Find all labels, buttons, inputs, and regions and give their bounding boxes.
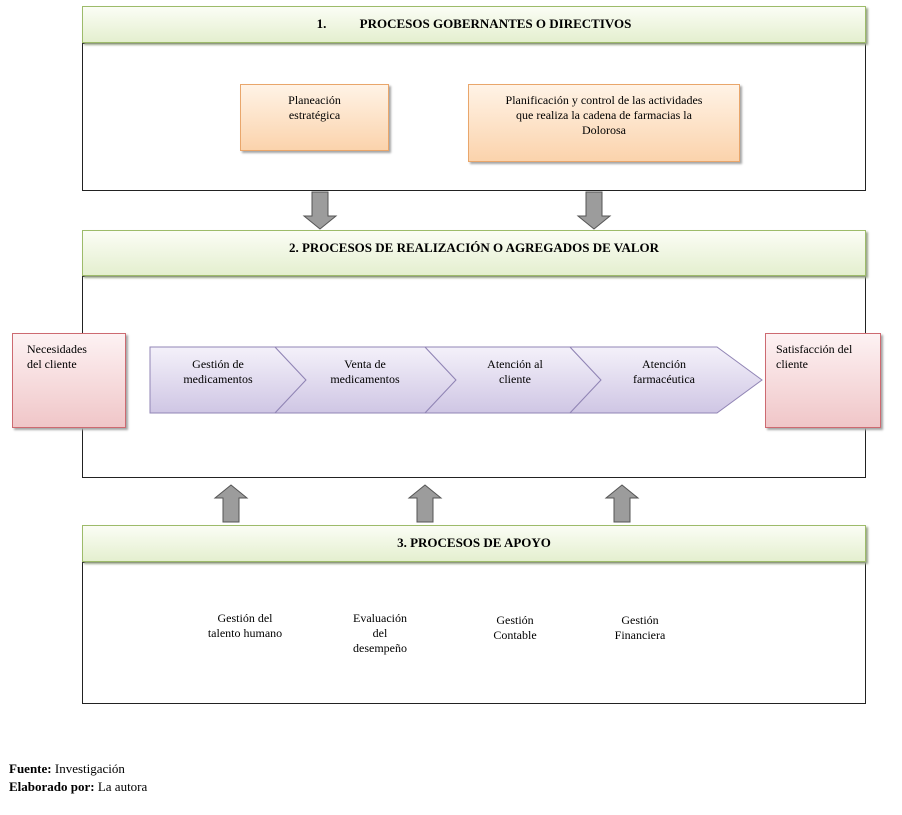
step-atencion-cliente: Atención al cliente <box>465 357 565 387</box>
section3-frame <box>82 562 866 704</box>
step-venta-medicamentos: Venta de medicamentos <box>315 357 415 387</box>
footer-source-label: Fuente: <box>9 761 52 776</box>
step-evaluacion-desempeno: Evaluación del desempeño <box>330 611 430 656</box>
section2-title-band: 2. PROCESOS DE REALIZACIÓN O AGREGADOS D… <box>82 230 866 276</box>
satisfaccion-line-2: cliente <box>776 357 808 371</box>
footer-source-value: Investigación <box>54 761 125 776</box>
step2-line-2: medicamentos <box>330 372 400 386</box>
section3-title-band: 3. PROCESOS DE APOYO <box>82 525 866 562</box>
necesidades-line-2: del cliente <box>27 357 77 371</box>
planificacion-line-3: Dolorosa <box>582 123 626 137</box>
up-arrow-icon-2 <box>407 484 443 523</box>
step1-line-2: medicamentos <box>183 372 253 386</box>
planificacion-box: Planificación y control de las actividad… <box>468 84 740 162</box>
step3-line-1: Atención al <box>487 357 543 371</box>
footer-author-value: La autora <box>97 779 148 794</box>
step-gestion-medicamentos: Gestión de medicamentos <box>168 357 268 387</box>
support3-line-2: Contable <box>493 628 537 642</box>
planificacion-line-1: Planificación y control de las actividad… <box>505 93 703 107</box>
section3-title: 3. PROCESOS DE APOYO <box>397 535 551 550</box>
section1-title-num: 1. <box>316 16 327 31</box>
step-gestion-financiera: Gestión Financiera <box>590 613 690 643</box>
step-atencion-farmaceutica: Atención farmacéutica <box>614 357 714 387</box>
step-talento-humano: Gestión del talento humano <box>190 611 300 641</box>
step4-line-2: farmacéutica <box>633 372 695 386</box>
step-gestion-contable: Gestión Contable <box>465 613 565 643</box>
planeacion-line-1: Planeación <box>288 93 341 107</box>
chevron-atencion-farmaceutica <box>568 346 763 414</box>
down-arrow-icon-right <box>576 191 612 230</box>
satisfaccion-box: Satisfacción del cliente <box>765 333 881 428</box>
step3-line-2: cliente <box>499 372 531 386</box>
planeacion-box: Planeación estratégica <box>240 84 389 151</box>
step1-line-1: Gestión de <box>192 357 244 371</box>
support2-line-2: del <box>372 626 388 640</box>
support2-line-1: Evaluación <box>353 611 407 625</box>
support3-line-1: Gestión <box>496 613 534 627</box>
necesidades-line-1: Necesidades <box>27 342 87 356</box>
planificacion-line-2: que realiza la cadena de farmacias la <box>516 108 692 122</box>
up-arrow-icon-3 <box>604 484 640 523</box>
section1-title-band: 1. PROCESOS GOBERNANTES O DIRECTIVOS <box>82 6 866 43</box>
support1-line-1: Gestión del <box>217 611 273 625</box>
necesidades-box: Necesidades del cliente <box>12 333 126 428</box>
planeacion-line-2: estratégica <box>288 108 341 122</box>
satisfaccion-line-1: Satisfacción del <box>776 342 853 356</box>
down-arrow-icon-left <box>302 191 338 230</box>
support2-line-3: desempeño <box>353 641 407 655</box>
support4-line-1: Gestión <box>621 613 659 627</box>
footer-source: Fuente: Investigación <box>9 761 125 777</box>
section2-title: 2. PROCESOS DE REALIZACIÓN O AGREGADOS D… <box>288 240 660 255</box>
footer-author-label: Elaborado por: <box>9 779 95 794</box>
step4-line-1: Atención <box>642 357 686 371</box>
support4-line-2: Financiera <box>614 628 666 642</box>
up-arrow-icon-1 <box>213 484 249 523</box>
support1-line-2: talento humano <box>207 626 283 640</box>
step2-line-1: Venta de <box>344 357 386 371</box>
section1-title: PROCESOS GOBERNANTES O DIRECTIVOS <box>359 16 632 31</box>
footer-author: Elaborado por: La autora <box>9 779 147 795</box>
